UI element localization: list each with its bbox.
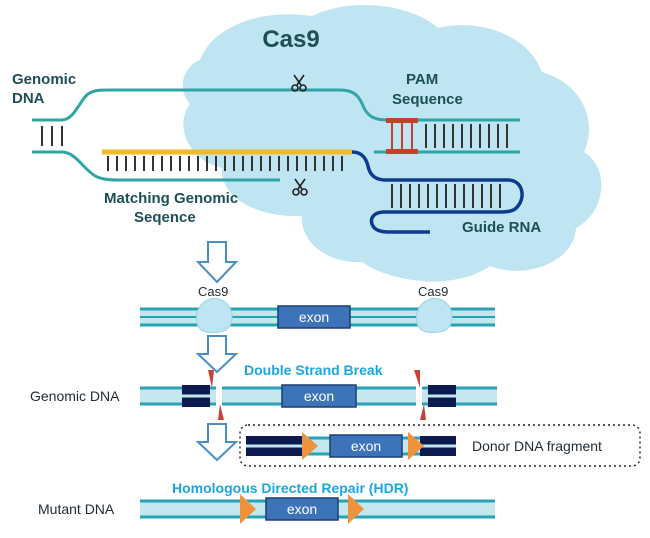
exon-block	[277, 305, 351, 329]
cut-mark-icon	[218, 404, 224, 420]
cas9-bound-right	[415, 297, 453, 334]
exon-label: exon	[299, 309, 329, 325]
homology-arrowhead-icon	[348, 494, 364, 524]
exon-block	[329, 434, 403, 458]
genomic-top-strand	[32, 88, 520, 122]
homology-arrowhead-icon	[408, 432, 424, 460]
pam-sequence-top	[386, 118, 418, 123]
exon-label: exon	[351, 438, 381, 454]
cas9-title: Cas9	[262, 26, 319, 53]
donor-dna-box	[239, 424, 641, 467]
scissors-icon	[291, 74, 307, 92]
hdr-title: Homologous Directed Repair (HDR)	[172, 480, 408, 496]
genomic-bottom-strand-left	[32, 150, 280, 182]
pam-label-line2: Sequence	[392, 91, 463, 108]
donor-dna-label: Donor DNA fragment	[472, 438, 602, 454]
exon-label: exon	[304, 388, 334, 404]
pam-sequence-bottom	[386, 149, 418, 154]
genomic-dna-label-line2: DNA	[12, 90, 45, 107]
guide-rna-ticks	[391, 184, 501, 208]
exon-block	[265, 497, 339, 521]
mutant-dna-row-label: Mutant DNA	[38, 501, 115, 517]
pam-red-ticks	[391, 123, 413, 149]
cas9-right-label: Cas9	[418, 284, 448, 299]
cas9-bound-left	[195, 297, 233, 334]
matching-label-line1: Matching Genomic	[104, 190, 238, 207]
exon-label: exon	[287, 501, 317, 517]
down-arrow-icon	[195, 241, 239, 284]
cut-mark-icon	[414, 370, 420, 388]
down-arrow-icon	[195, 423, 239, 462]
matching-label-line2: Seqence	[134, 209, 196, 226]
homology-arrowhead-icon	[302, 432, 318, 460]
exon-block	[281, 384, 357, 408]
scissors-icon	[292, 178, 308, 196]
homology-arrowhead-icon	[240, 494, 256, 524]
double-strand-break-title: Double Strand Break	[244, 362, 383, 378]
pam-base-pairs	[425, 124, 508, 148]
matching-sequence-ticks	[107, 156, 343, 171]
genomic-dna-label-line1: Genomic	[12, 71, 76, 88]
down-arrow-icon	[195, 335, 239, 374]
guide-rna-strand	[351, 150, 524, 234]
cut-mark-icon	[208, 370, 214, 388]
guide-rna-label: Guide RNA	[462, 219, 541, 236]
cut-mark-icon	[420, 404, 426, 420]
genomic-dna-row-label: Genomic DNA	[30, 388, 120, 404]
genomic-base-pairs-left	[41, 126, 63, 146]
cas9-left-label: Cas9	[198, 284, 228, 299]
pam-label-line1: PAM	[406, 71, 438, 88]
